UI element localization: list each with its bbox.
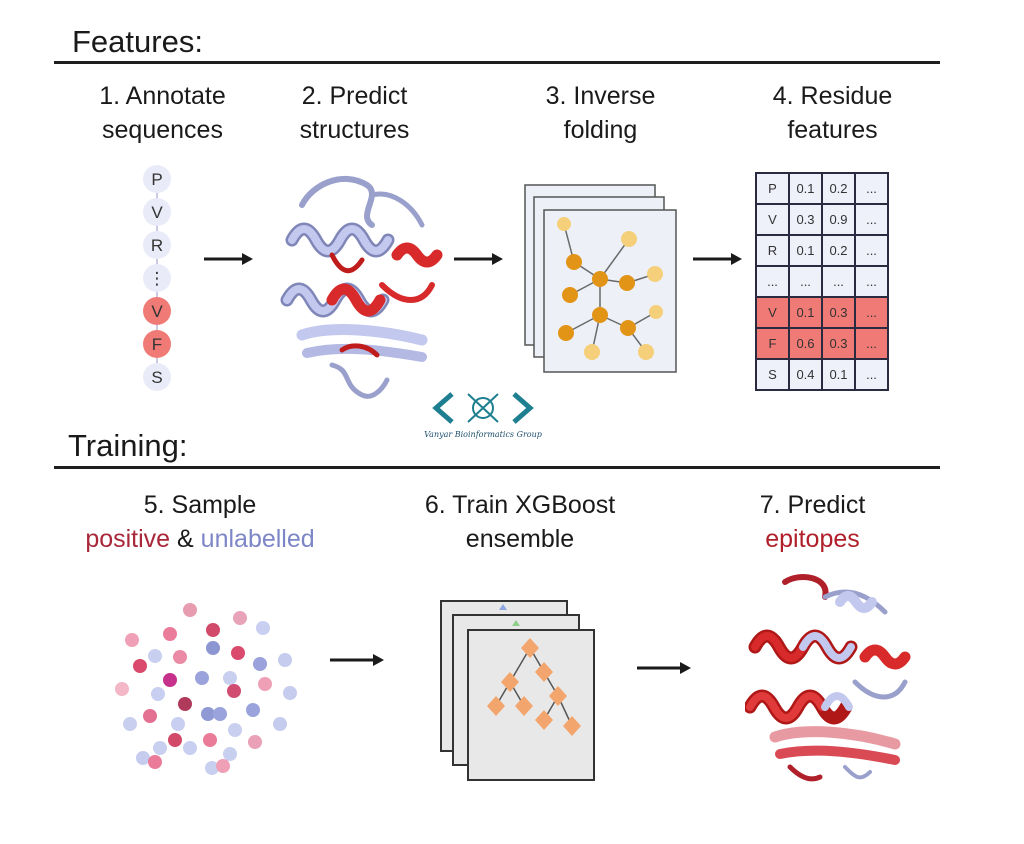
table-cell: V bbox=[755, 296, 790, 329]
step-4-line1: 4. Residue bbox=[772, 82, 893, 110]
table-cell: 0.6 bbox=[788, 327, 823, 360]
table-cell: ... bbox=[854, 327, 889, 360]
table-cell: 0.1 bbox=[788, 234, 823, 267]
residue-letter: V bbox=[151, 203, 163, 222]
table-row: ............ bbox=[755, 265, 889, 298]
step-7-label: 7. Predict epitopes bbox=[720, 488, 905, 556]
graph-stack-image bbox=[524, 184, 677, 373]
table-cell: 0.1 bbox=[821, 358, 856, 391]
table-cell: ... bbox=[755, 265, 790, 298]
table-cell: V bbox=[755, 203, 790, 236]
table-cell: 0.1 bbox=[788, 296, 823, 329]
step-1-label: 1. Annotate sequences bbox=[70, 79, 255, 147]
table-cell: P bbox=[755, 172, 790, 205]
group-logo-text: Vanyar Bioinformatics Group bbox=[424, 430, 542, 439]
tree-ensemble-image bbox=[440, 600, 595, 781]
step-6-line2: ensemble bbox=[465, 525, 575, 553]
features-divider bbox=[54, 61, 940, 64]
sequence-column: PVR⋮VFS bbox=[143, 165, 171, 391]
step-2-line1: 2. Predict bbox=[301, 82, 408, 110]
step-2-label: 2. Predict structures bbox=[262, 79, 447, 147]
residue-letter: S bbox=[151, 368, 162, 387]
sample-dots-image bbox=[115, 603, 297, 775]
residue-circle bbox=[143, 198, 171, 226]
table-cell: ... bbox=[788, 265, 823, 298]
step-3-label: 3. Inverse folding bbox=[508, 79, 693, 147]
table-cell: ... bbox=[854, 296, 889, 329]
arrow-1-icon bbox=[204, 253, 253, 265]
ampersand-label: & bbox=[177, 525, 194, 553]
table-cell: F bbox=[755, 327, 790, 360]
table-cell: 0.4 bbox=[788, 358, 823, 391]
residue-letter: ⋮ bbox=[149, 269, 166, 288]
table-cell: S bbox=[755, 358, 790, 391]
table-cell: 0.2 bbox=[821, 234, 856, 267]
residue-circle bbox=[143, 330, 171, 358]
step-1-line1: 1. Annotate bbox=[99, 82, 226, 110]
group-logo-icon bbox=[432, 392, 534, 424]
step-1-line2: sequences bbox=[102, 116, 223, 144]
table-cell: R bbox=[755, 234, 790, 267]
step-7-line1: 7. Predict bbox=[759, 491, 866, 519]
table-cell: ... bbox=[854, 203, 889, 236]
step-5-label: 5. Sample positive & unlabelled bbox=[50, 488, 350, 556]
table-cell: 0.3 bbox=[821, 327, 856, 360]
residue-circle bbox=[143, 363, 171, 391]
training-heading: Training: bbox=[68, 428, 188, 463]
step-5-line1: 5. Sample bbox=[143, 491, 257, 519]
table-cell: 0.2 bbox=[821, 172, 856, 205]
step-3-line1: 3. Inverse bbox=[545, 82, 656, 110]
arrow-2-icon bbox=[454, 253, 503, 265]
table-cell: 0.9 bbox=[821, 203, 856, 236]
step-5-line2: positive & unlabelled bbox=[50, 522, 350, 556]
table-cell: ... bbox=[854, 358, 889, 391]
residue-circle bbox=[143, 264, 171, 292]
step-6-line1: 6. Train XGBoost bbox=[424, 491, 616, 519]
unlabelled-label: unlabelled bbox=[200, 525, 315, 553]
residue-letter: V bbox=[151, 302, 163, 321]
table-cell: 0.3 bbox=[821, 296, 856, 329]
table-cell: ... bbox=[821, 265, 856, 298]
step-3-line2: folding bbox=[563, 116, 638, 144]
table-cell: ... bbox=[854, 172, 889, 205]
residue-letter: R bbox=[151, 236, 163, 255]
residue-letter: P bbox=[151, 170, 162, 189]
step-7-line2: epitopes bbox=[765, 525, 860, 553]
table-cell: ... bbox=[854, 265, 889, 298]
table-cell: 0.1 bbox=[788, 172, 823, 205]
step-4-line2: features bbox=[787, 116, 878, 144]
step-6-label: 6. Train XGBoost ensemble bbox=[400, 488, 640, 556]
table-cell: 0.3 bbox=[788, 203, 823, 236]
arrow-4-icon bbox=[330, 654, 384, 666]
residue-circle bbox=[143, 231, 171, 259]
arrow-3-icon bbox=[693, 253, 742, 265]
table-cell: ... bbox=[854, 234, 889, 267]
training-divider bbox=[54, 466, 940, 469]
step-2-line2: structures bbox=[299, 116, 410, 144]
residue-circle bbox=[143, 297, 171, 325]
features-heading: Features: bbox=[72, 24, 203, 59]
protein-structure-image bbox=[280, 175, 443, 399]
step-4-label: 4. Residue features bbox=[740, 79, 925, 147]
residue-circle bbox=[143, 165, 171, 193]
arrow-5-icon bbox=[637, 662, 691, 674]
epitope-structure-image bbox=[745, 574, 911, 782]
residue-letter: F bbox=[152, 335, 162, 354]
positive-label: positive bbox=[85, 525, 171, 553]
